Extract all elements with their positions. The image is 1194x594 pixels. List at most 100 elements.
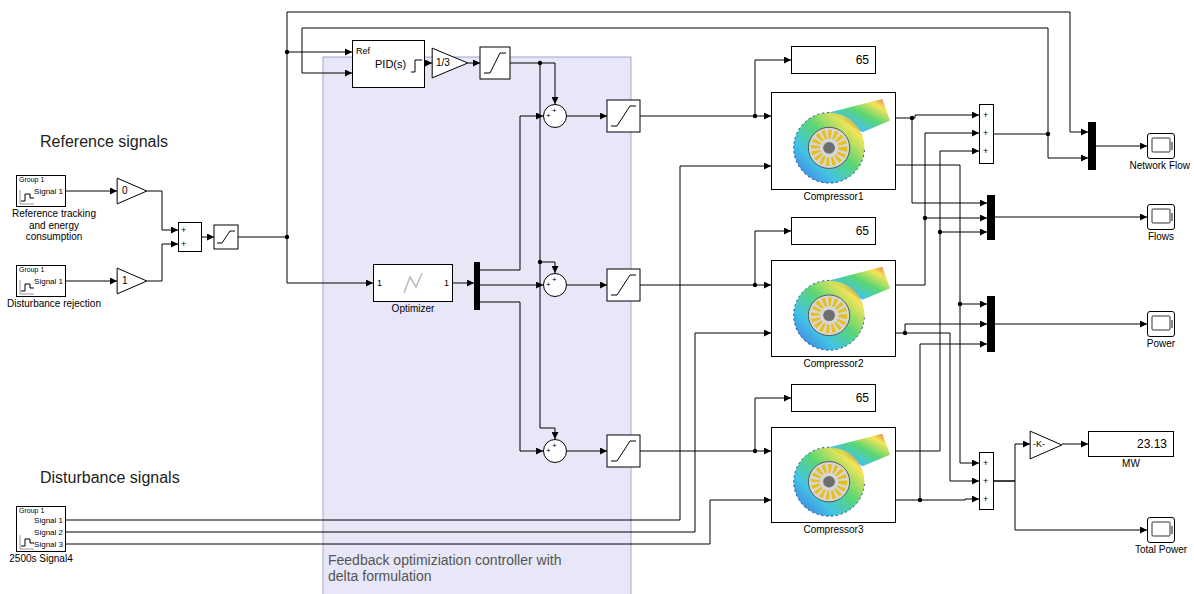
sum-block: ++ (178, 222, 202, 252)
block-label: 65 (856, 54, 869, 66)
block-label: Signal 2 (34, 529, 63, 537)
block-label: 1 (444, 279, 449, 288)
scope-block: Network Flow (1147, 133, 1175, 159)
block-shape (117, 178, 147, 204)
plot-axes (20, 190, 34, 204)
sum-junction: ++ (543, 439, 567, 463)
signal-builder: Group 1Signal 1Disturbance rejection (16, 265, 66, 297)
block-caption: 2500s Signal4 (9, 553, 72, 565)
block-label: + (983, 129, 988, 138)
scope-block: Power (1147, 311, 1175, 337)
signal-line (896, 133, 979, 285)
signal-line (66, 191, 117, 192)
wire (995, 217, 1147, 218)
junction-dot (753, 449, 757, 453)
scope-knob (1171, 213, 1173, 221)
block-label: -K- (1033, 440, 1045, 449)
block-label: 0 (122, 186, 128, 196)
block-shape (117, 268, 147, 294)
wire (480, 302, 543, 451)
wire (567, 285, 607, 286)
block-label: + (983, 111, 988, 120)
block-label: + (983, 477, 988, 486)
signal-line (896, 499, 979, 500)
pid-controller: RefPID(s) (352, 40, 425, 88)
scope-screen (1152, 209, 1170, 223)
block-caption: Network Flow (1129, 160, 1190, 172)
scope-screen (1152, 316, 1170, 330)
gain-triangle (432, 48, 468, 78)
compressor-block: Compressor1 (771, 92, 896, 190)
display-block: 65 (791, 384, 876, 412)
block-shape (1148, 134, 1174, 158)
wire (960, 304, 987, 305)
junction-dot (753, 283, 757, 287)
block-shape (1148, 312, 1174, 336)
sum-circle (544, 274, 567, 297)
block-label: 1/3 (436, 58, 450, 68)
scope-knob (1171, 142, 1173, 150)
block-shape (374, 265, 452, 301)
display-block: 23.13MW (1088, 431, 1174, 457)
mux-bar (1088, 122, 1096, 170)
block-label: 1 (122, 276, 128, 286)
wire (540, 63, 555, 273)
controller-region: Feedback optimiziation controller with d… (323, 57, 631, 594)
wire (640, 285, 771, 286)
plot-trace (21, 284, 34, 291)
block-shape (772, 261, 895, 356)
block-label: Ref (356, 47, 370, 56)
plot-axes (20, 535, 34, 549)
wire (287, 52, 352, 53)
block-caption: Optimizer (392, 303, 435, 315)
block-caption: Flows (1148, 231, 1174, 243)
saturation-icon (611, 275, 636, 295)
wire (905, 324, 987, 333)
sum-block: +++ (979, 452, 994, 510)
block-label: 65 (856, 392, 869, 404)
plot-trace (21, 539, 34, 546)
saturation-blocks (214, 47, 640, 467)
block-label: 1 (377, 279, 382, 288)
signal-line (147, 191, 178, 230)
mux-bar (987, 296, 995, 352)
plot-axes (20, 280, 34, 294)
scope-block: Flows (1147, 204, 1175, 230)
block-label: Signal 1 (34, 188, 63, 196)
saturation-block (607, 100, 640, 132)
compressor-illustration (794, 434, 890, 516)
block-caption: Total Power (1135, 544, 1187, 556)
sum-junction: ++ (543, 104, 567, 128)
wire (995, 324, 1147, 325)
section-heading: Reference signals (40, 133, 168, 151)
signal-line (425, 63, 432, 64)
gain-block: 1 (117, 268, 147, 294)
block-label: PID(s) (375, 59, 406, 70)
block-label: + (552, 442, 557, 450)
display-block: 65 (791, 217, 876, 245)
saturation-icon (484, 53, 506, 73)
block-label: + (181, 240, 186, 249)
block-shape (772, 93, 895, 189)
junction-dot (285, 235, 289, 239)
signal-builder: Group 1Signal 1Signal 2Signal 32500s Sig… (16, 506, 66, 552)
plot-trace (21, 194, 34, 201)
signal-builder: Group 1Signal 1Reference tracking and en… (16, 175, 66, 207)
controller-band (323, 57, 631, 594)
block-label: Group 1 (19, 176, 44, 183)
display-block: 65 (791, 46, 876, 74)
block-label: Group 1 (19, 507, 44, 514)
compressor-illustration (794, 99, 890, 183)
junction-dot (285, 50, 289, 54)
block-caption: MW (1122, 458, 1140, 470)
wire (287, 12, 1088, 237)
block-label: Signal 1 (34, 517, 63, 525)
pid-icon (411, 60, 422, 72)
block-caption: Disturbance rejection (4, 298, 104, 310)
block-caption: Compressor2 (803, 358, 863, 370)
sum-junction: ++ (543, 273, 567, 297)
wire (453, 283, 474, 284)
signal-line (896, 151, 979, 451)
wire (920, 344, 987, 500)
